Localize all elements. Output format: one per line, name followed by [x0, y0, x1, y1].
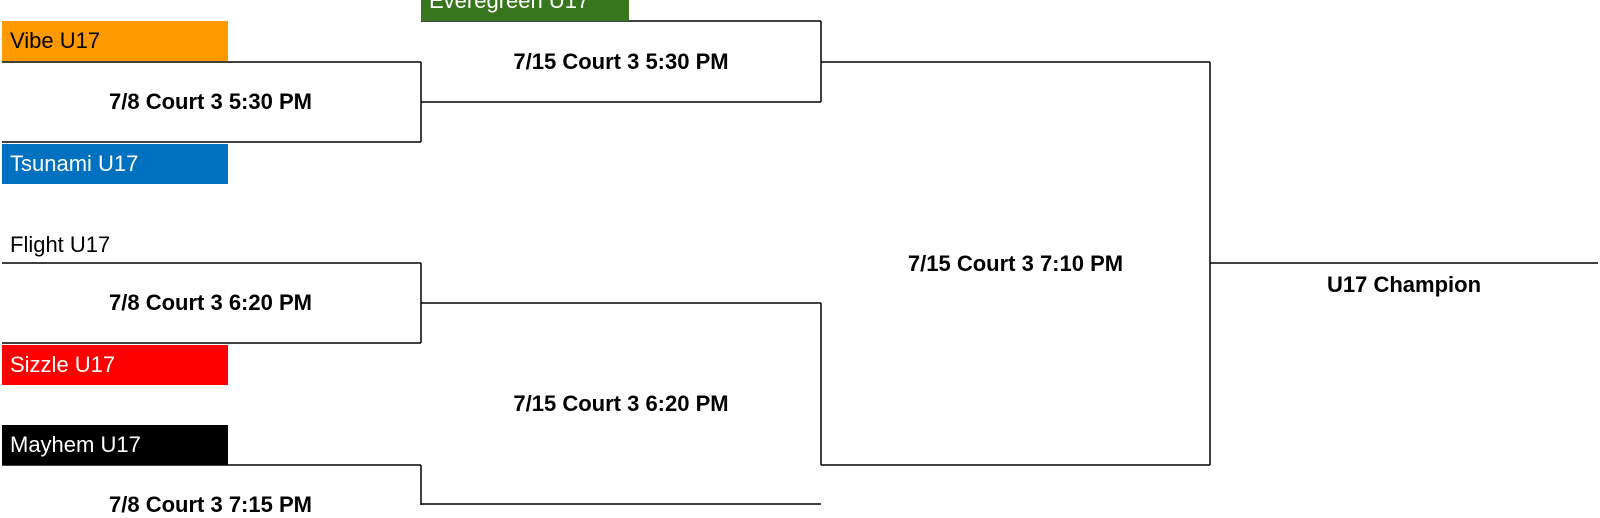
game-r1-3-label: 7/8 Court 3 7:15 PM — [109, 492, 312, 517]
team-evergreen: Everegreen U17 — [421, 0, 629, 21]
team-mayhem: Mayhem U17 — [2, 425, 228, 465]
bracket-lines — [2, 20, 1598, 505]
game-r1-2-label: 7/8 Court 3 6:20 PM — [109, 290, 312, 315]
game-r1-1-label: 7/8 Court 3 5:30 PM — [109, 89, 312, 114]
team-sizzle: Sizzle U17 — [2, 345, 228, 385]
game-semi-1-label: 7/15 Court 3 5:30 PM — [513, 49, 729, 74]
team-flight: Flight U17 — [10, 232, 111, 257]
champion-label: U17 Champion — [1326, 272, 1482, 297]
game-final-label: 7/15 Court 3 7:10 PM — [907, 251, 1124, 276]
game-semi-2-label: 7/15 Court 3 6:20 PM — [513, 391, 729, 416]
team-tsunami: Tsunami U17 — [2, 144, 228, 184]
team-vibe: Vibe U17 — [2, 21, 228, 61]
